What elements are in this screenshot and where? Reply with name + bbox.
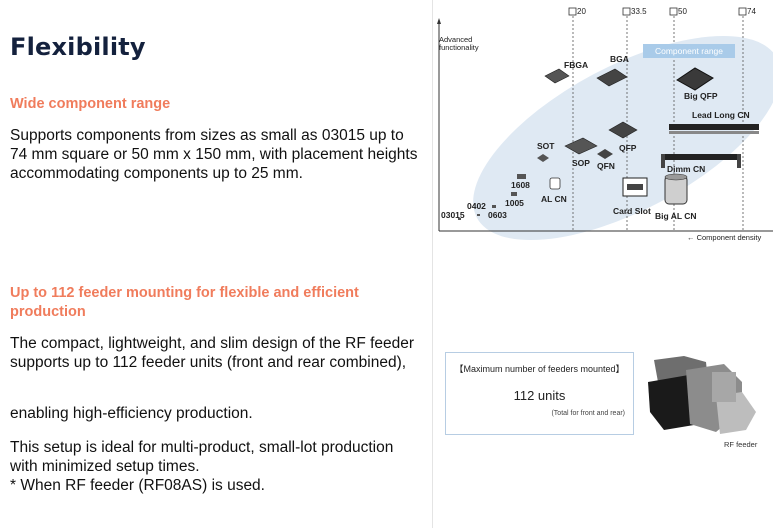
big-al-cn-capacitor-top (664, 173, 688, 181)
big-qfp-chip-icon (676, 67, 714, 91)
dimm-cn-right-clip (737, 154, 741, 168)
marker-box-20 (568, 7, 577, 16)
label-sop: SOP (572, 158, 590, 168)
chip-1005-icon (511, 192, 517, 196)
marker-box-33-5 (622, 7, 631, 16)
label-qfn: QFN (597, 161, 615, 171)
feeder-count-box: 【Maximum number of feeders mounted】 112 … (445, 352, 634, 435)
section-body-feeder-1: The compact, lightweight, and slim desig… (10, 335, 415, 371)
section-body-feeder-3: This setup is ideal for multi-product, s… (10, 439, 394, 475)
card-slot-inner (627, 184, 643, 190)
component-range-diagram: 20 33.5 50 74 Advanced functionality ← C… (437, 6, 773, 246)
feeder-panel (712, 372, 736, 402)
section-note: * When RF feeder (RF08AS) is used. (10, 477, 265, 494)
chip-1608-icon (517, 174, 526, 179)
label-1608: 1608 (511, 180, 530, 190)
qfn-chip-icon (597, 149, 613, 159)
label-03015: 03015 (441, 210, 465, 220)
x-axis-label-text: Component density (696, 233, 762, 242)
fbga-chip-icon (544, 68, 570, 84)
y-axis-label-line2: functionality (439, 43, 479, 52)
rf-feeder-image (648, 356, 756, 434)
feeder-caption: RF feeder (724, 440, 758, 449)
dimm-cn-left-clip (661, 154, 665, 168)
label-fbga: FBGA (564, 60, 589, 70)
label-card-slot: Card Slot (613, 206, 651, 216)
label-big-al-cn: Big AL CN (655, 211, 697, 221)
feeder-front (716, 392, 756, 434)
section-body-component-range: Supports components from sizes as small … (10, 127, 418, 182)
column-divider (432, 0, 433, 528)
section-heading-component-range: Wide component range (10, 96, 171, 112)
section-body-feeder-2: enabling high-efficiency production. (10, 405, 253, 422)
marker-label-50: 50 (678, 7, 687, 16)
al-cn-capacitor-icon (549, 177, 561, 190)
page-title: Flexibility (10, 33, 146, 61)
chip-03015-icon (458, 218, 461, 220)
label-al-cn: AL CN (541, 194, 567, 204)
sot-chip-icon (537, 154, 549, 162)
qfp-chip-icon (608, 121, 638, 139)
feeder-box-value: 112 units (513, 388, 566, 403)
chip-0603-icon (477, 214, 480, 216)
y-axis-label-line1: Advanced (439, 35, 473, 44)
sop-chip-icon (564, 137, 598, 155)
y-axis-arrow (437, 18, 441, 24)
label-dimm-cn: Dimm CN (667, 164, 706, 174)
label-1005: 1005 (505, 198, 524, 208)
lead-long-cn-bar-bottom (669, 131, 759, 134)
dimm-cn-bar (661, 154, 741, 160)
chip-0402-icon (492, 205, 496, 208)
bga-chip-icon (596, 68, 628, 87)
diagram-graphics (437, 7, 773, 241)
marker-label-33-5: 33.5 (631, 7, 647, 16)
label-lead-long-cn: Lead Long CN (692, 110, 750, 120)
section-heading-feeder-mounting: Up to 112 feeder mounting for flexible a… (10, 285, 359, 320)
label-0402: 0402 (467, 201, 486, 211)
feeder-box-title: 【Maximum number of feeders mounted】 (454, 364, 625, 374)
feeder-box-note: (Total for front and rear) (551, 410, 625, 417)
marker-label-20: 20 (577, 7, 586, 16)
y-axis-label: Advanced functionality (439, 36, 479, 52)
marker-label-74: 74 (747, 7, 756, 16)
marker-box-50 (669, 7, 678, 16)
label-qfp: QFP (619, 143, 637, 153)
lead-long-cn-bar-top (669, 124, 759, 130)
label-bga: BGA (610, 54, 629, 64)
label-big-qfp: Big QFP (684, 91, 718, 101)
x-axis-label: ← Component density (687, 233, 762, 242)
marker-box-74 (738, 7, 747, 16)
component-range-badge: Component range (643, 44, 735, 58)
label-0603: 0603 (488, 210, 507, 220)
label-sot: SOT (537, 141, 555, 151)
